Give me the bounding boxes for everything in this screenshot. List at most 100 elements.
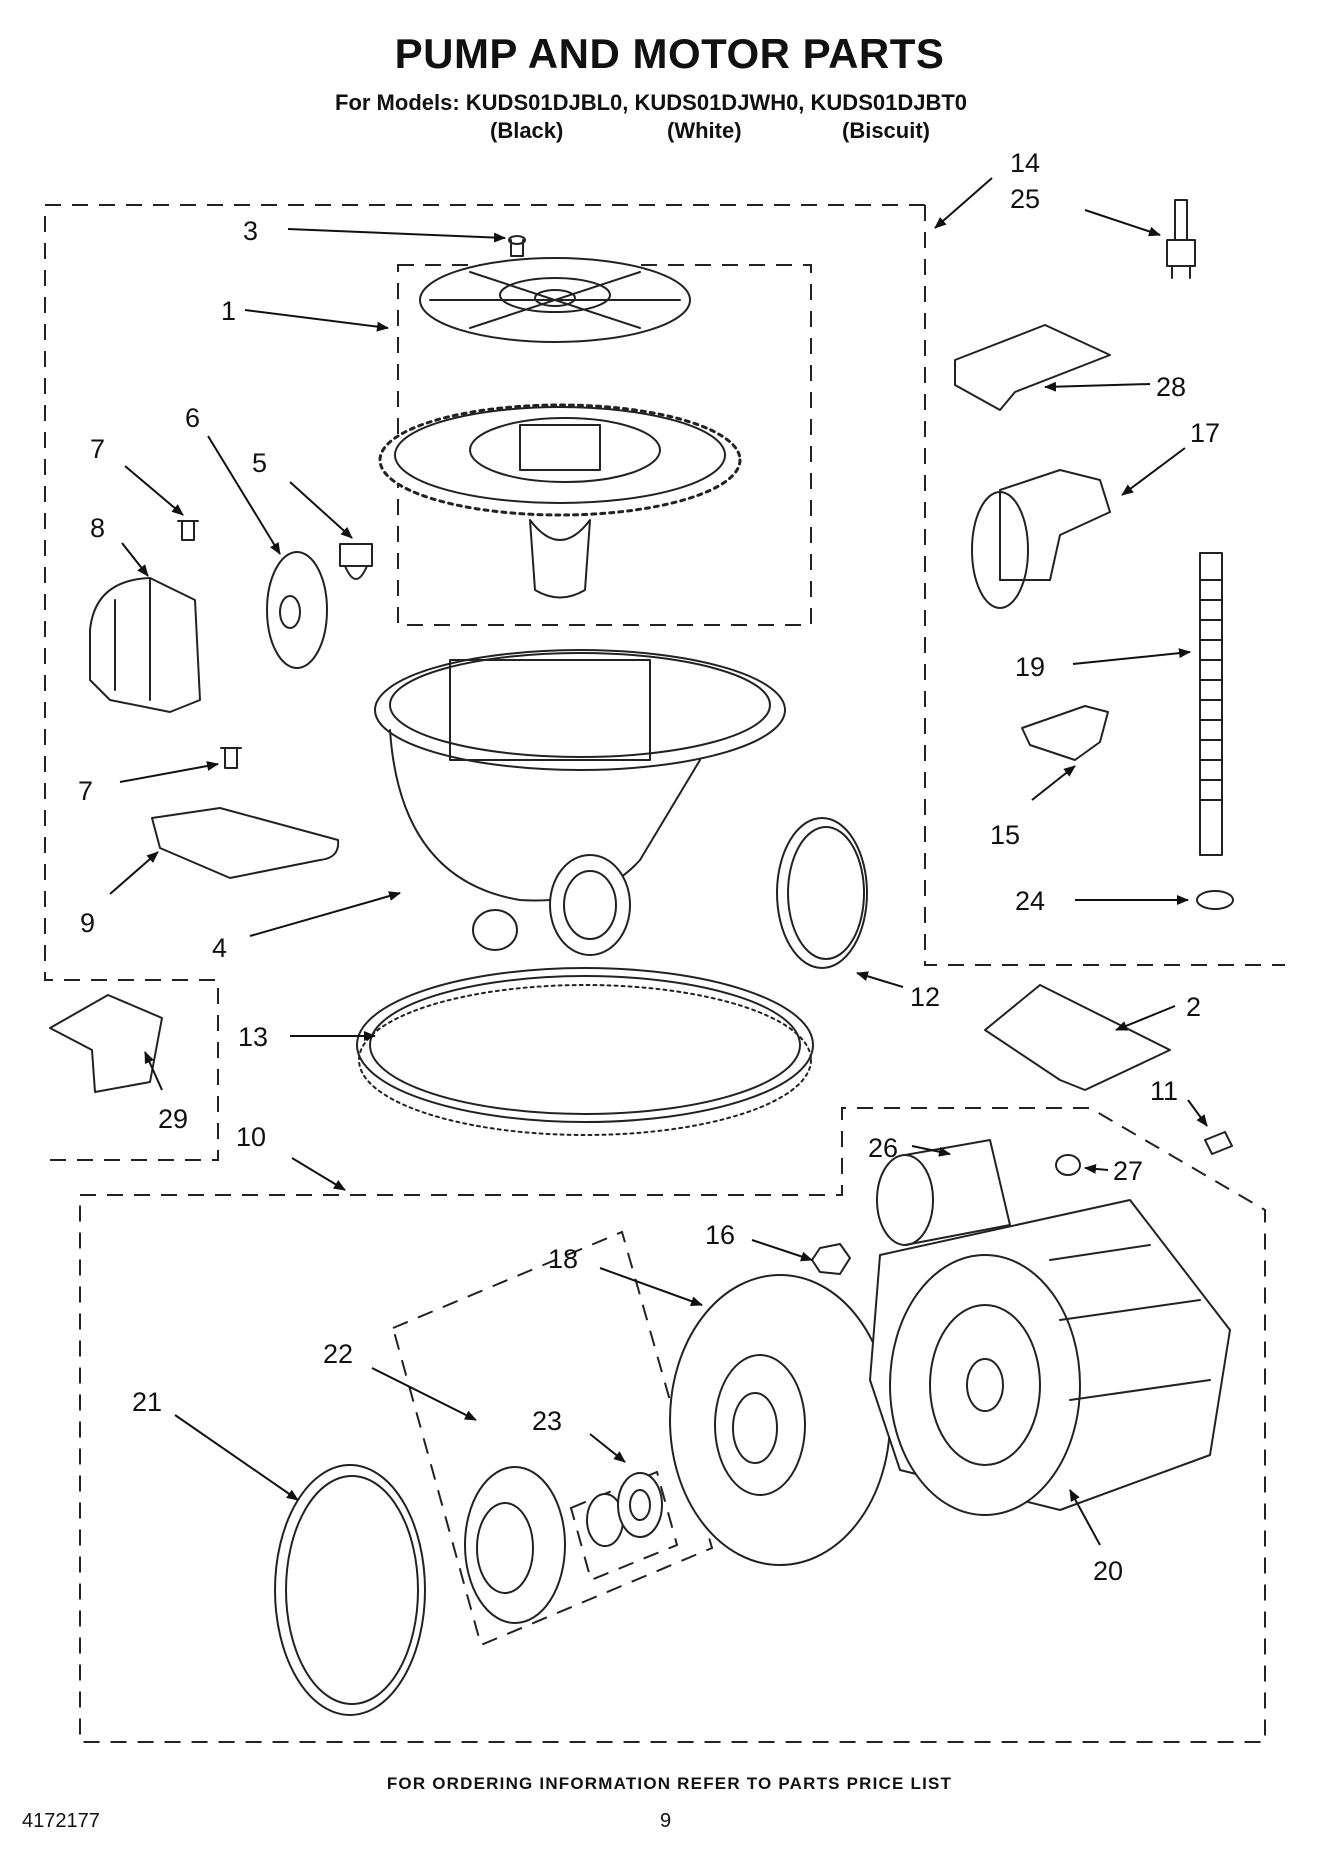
part-8-housing (89, 577, 201, 713)
callout-28: 28 (1156, 372, 1186, 402)
part-11-screw (1204, 1131, 1233, 1155)
arrow-26 (911, 1145, 951, 1157)
part-23-seal (586, 1472, 663, 1547)
callout-17: 17 (1190, 418, 1220, 448)
arrow-29 (144, 1051, 163, 1091)
part-28-cover (954, 324, 1111, 411)
arrow-21 (174, 1414, 299, 1501)
callout-18: 18 (548, 1244, 578, 1274)
arrow-4 (249, 891, 401, 937)
arrow-18 (599, 1267, 703, 1306)
part-7-screw-top (177, 520, 199, 541)
arrow-19 (1072, 648, 1191, 665)
callout-27: 27 (1113, 1156, 1143, 1186)
callout-2: 2 (1186, 992, 1201, 1022)
boundary-pump-assembly (44, 204, 925, 1161)
part-20-motor (869, 1199, 1231, 1516)
models-line: For Models: KUDS01DJBL0, KUDS01DJWH0, KU… (335, 90, 968, 115)
part-21-gasket (274, 1464, 426, 1716)
part-26-motor-end (876, 1139, 1011, 1246)
part-4-sump (374, 649, 786, 956)
callout-5: 5 (252, 448, 267, 478)
part-25-sensor (1166, 199, 1196, 279)
part-illustrations (49, 199, 1234, 1716)
arrow-2 (1115, 1005, 1176, 1031)
arrow-6 (207, 435, 281, 555)
arrow-7b (119, 761, 219, 783)
part-6-chopper-disc (266, 551, 328, 669)
part-16-nut (811, 1243, 851, 1275)
arrow-11 (1187, 1099, 1208, 1127)
callout-3: 3 (243, 216, 258, 246)
callout-26: 26 (868, 1133, 898, 1163)
part-1-wash-arm-cover (419, 257, 691, 343)
part-22-impeller (464, 1466, 566, 1624)
part-3-screw (508, 235, 526, 257)
callout-numbers: 3 1 6 5 7 8 7 9 4 29 13 10 12 14 25 28 1… (78, 148, 1220, 1586)
color-biscuit: (Biscuit) (842, 118, 930, 143)
callout-12: 12 (910, 982, 940, 1012)
arrow-9 (109, 851, 159, 895)
document-number: 4172177 (22, 1810, 100, 1832)
part-19-hose (1199, 552, 1223, 856)
callout-7-bottom: 7 (78, 776, 93, 806)
arrow-25 (1084, 209, 1161, 237)
part-24-clamp (1196, 890, 1234, 910)
arrow-7a (124, 465, 184, 516)
arrow-3 (287, 228, 506, 243)
callout-4: 4 (212, 933, 227, 963)
arrow-20 (1069, 1489, 1101, 1546)
part-9-plate (151, 807, 340, 879)
page-number: 9 (660, 1810, 672, 1832)
part-29-bracket (49, 994, 163, 1093)
part-17-drain-pump (971, 469, 1111, 609)
part-7-screw-bottom (220, 747, 242, 769)
part-2-shield (984, 984, 1171, 1091)
part-1-wash-arm-base (378, 403, 742, 599)
callout-7-top: 7 (90, 434, 105, 464)
arrow-23 (589, 1433, 626, 1463)
callout-20: 20 (1093, 1556, 1123, 1586)
group-boundaries (44, 204, 1285, 1743)
boundary-motor-assembly (79, 1107, 1266, 1743)
arrow-8 (121, 542, 149, 577)
callout-23: 23 (532, 1406, 562, 1436)
color-white: (White) (667, 118, 742, 143)
boundary-impeller-group (391, 1230, 714, 1647)
part-27-washer (1055, 1154, 1081, 1176)
callout-14: 14 (1010, 148, 1040, 178)
arrow-14 (934, 177, 993, 229)
arrow-12 (856, 971, 904, 988)
callout-25: 25 (1010, 184, 1040, 214)
arrow-5 (289, 481, 353, 539)
callout-19: 19 (1015, 652, 1045, 682)
callout-13: 13 (238, 1022, 268, 1052)
part-15-clip (1021, 705, 1109, 761)
arrow-17 (1121, 447, 1186, 496)
part-13-gasket (356, 967, 814, 1136)
callout-16: 16 (705, 1220, 735, 1250)
leader-arrows (109, 177, 1208, 1546)
part-12-ring (776, 817, 868, 969)
callout-29: 29 (158, 1104, 188, 1134)
callout-22: 22 (323, 1339, 353, 1369)
arrow-16 (751, 1239, 813, 1262)
ordering-note: FOR ORDERING INFORMATION REFER TO PARTS … (386, 1774, 953, 1793)
part-18-volute (669, 1274, 891, 1566)
arrow-15 (1031, 765, 1076, 801)
boundary-pump-assembly-right (924, 205, 1285, 966)
callout-6: 6 (185, 403, 200, 433)
callout-9: 9 (80, 908, 95, 938)
callout-10: 10 (236, 1122, 266, 1152)
page-title: PUMP AND MOTOR PARTS (394, 30, 945, 77)
color-black: (Black) (490, 118, 564, 143)
arrow-1 (244, 309, 389, 332)
callout-24: 24 (1015, 886, 1045, 916)
arrow-22 (371, 1367, 477, 1421)
arrow-10 (291, 1157, 346, 1191)
part-5-clip (339, 543, 373, 580)
arrow-28 (1044, 381, 1151, 392)
callout-11: 11 (1150, 1076, 1178, 1106)
callout-15: 15 (990, 820, 1020, 850)
